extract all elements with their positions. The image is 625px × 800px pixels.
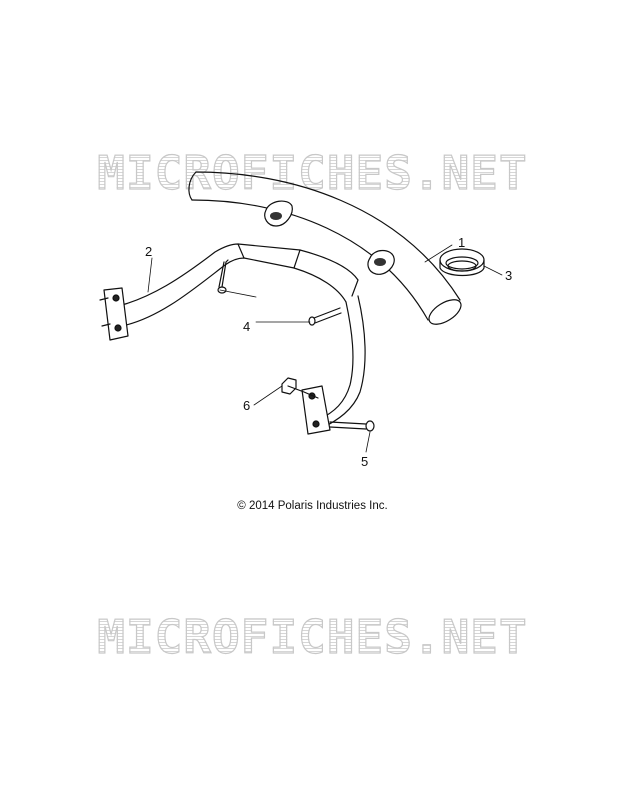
watermark-top: MICROFICHES.NET	[0, 145, 625, 200]
bolt-part-5	[329, 420, 375, 432]
watermark-bottom: MICROFICHES.NET	[0, 609, 625, 664]
screw-part-4-left	[217, 259, 229, 294]
screw-part-4-right	[308, 307, 342, 326]
callout-1: 1	[458, 235, 465, 250]
copyright-notice: © 2014 Polaris Industries Inc.	[237, 500, 388, 512]
callout-4: 4	[243, 319, 250, 334]
leader-lines	[147, 244, 503, 453]
callout-5: 5	[361, 454, 368, 469]
callout-2: 2	[145, 244, 152, 259]
callout-6: 6	[243, 398, 250, 413]
nut-part-6	[281, 377, 319, 399]
end-cap-part-3	[439, 248, 485, 277]
tube-part-1	[188, 171, 462, 325]
callout-3: 3	[505, 268, 512, 283]
bracket-part-2	[99, 243, 366, 435]
